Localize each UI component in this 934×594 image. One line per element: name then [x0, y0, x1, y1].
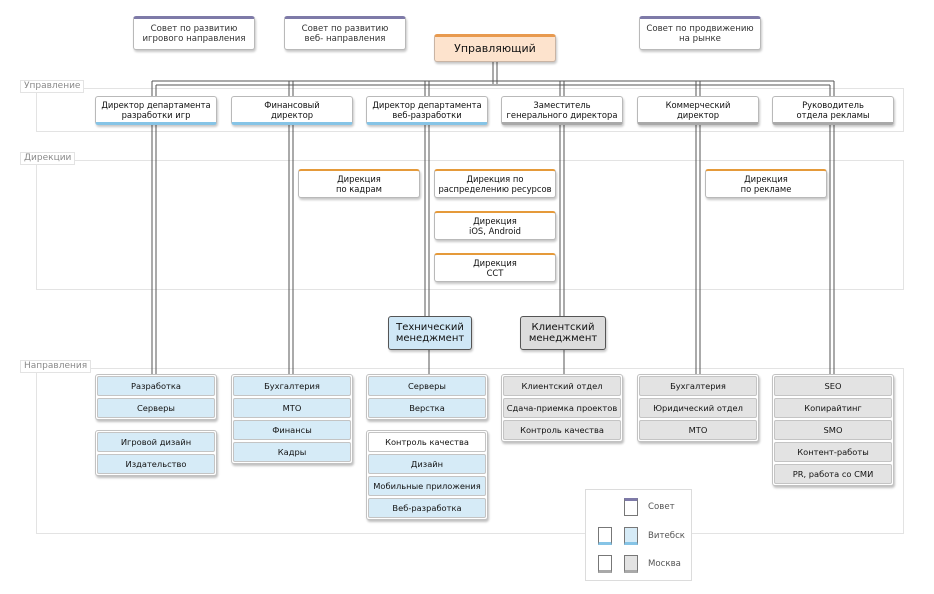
manager-web-director: Директор департамента веб-разработки — [366, 96, 488, 125]
group-games-1: Разработка Серверы — [95, 374, 217, 420]
direction-item: Кадры — [233, 442, 351, 462]
manager-deputy: Заместитель генерального директора — [501, 96, 623, 125]
legend-vitebsk-blue-icon — [624, 527, 638, 545]
legend-vitebsk-white-icon — [598, 527, 612, 545]
group-games-2: Игровой дизайн Издательство — [95, 430, 217, 476]
group-commercial: Бухгалтерия Юридический отдел МТО — [637, 374, 759, 442]
legend-council-label: Совет — [648, 502, 675, 512]
legend-council-icon — [624, 498, 638, 516]
direction-item: Издательство — [97, 454, 215, 474]
direction-item: Контроль качества — [503, 420, 621, 440]
direction-item: Серверы — [97, 398, 215, 418]
directorate-cct: Дирекция ССТ — [434, 253, 556, 282]
direction-item: Дизайн — [368, 454, 486, 474]
legend-vitebsk-label: Витебск — [648, 531, 685, 541]
direction-item: PR, работа со СМИ — [774, 464, 892, 484]
direction-item: Игровой дизайн — [97, 432, 215, 452]
directorate-resources: Дирекция по распределению ресурсов — [434, 169, 556, 198]
group-client: Клиентский отдел Сдача-приемка проектов … — [501, 374, 623, 442]
hub-client-management: Клиентский менеджмент — [520, 316, 606, 350]
direction-item: Контроль качества — [368, 432, 486, 452]
band-directorates-label: Дирекции — [20, 152, 76, 165]
direction-item: SMO — [774, 420, 892, 440]
group-web-2: Контроль качества Дизайн Мобильные прило… — [366, 430, 488, 520]
directorate-hr: Дирекция по кадрам — [298, 169, 420, 198]
group-web-1: Серверы Верстка — [366, 374, 488, 420]
council-market: Совет по продвижению на рынке — [639, 16, 761, 50]
legend: Совет Витебск Москва — [585, 489, 692, 581]
legend-moscow-white-icon — [598, 555, 612, 573]
group-ads: SEO Копирайтинг SMO Контент-работы PR, р… — [772, 374, 894, 486]
direction-item: Верстка — [368, 398, 486, 418]
directorate-ads: Дирекция по рекламе — [705, 169, 827, 198]
direction-item: Клиентский отдел — [503, 376, 621, 396]
council-web: Совет по развитию веб- направления — [284, 16, 406, 50]
legend-moscow-label: Москва — [648, 559, 681, 569]
council-games: Совет по развитию игрового направления — [133, 16, 255, 50]
band-directions-label: Направления — [20, 360, 92, 373]
manager-commercial: Коммерческий директор — [637, 96, 759, 125]
manager-games-director: Директор департамента разработки игр — [95, 96, 217, 125]
direction-item: Мобильные приложения — [368, 476, 486, 496]
direction-item: МТО — [233, 398, 351, 418]
direction-item: Контент-работы — [774, 442, 892, 462]
direction-item: Бухгалтерия — [233, 376, 351, 396]
direction-item: Бухгалтерия — [639, 376, 757, 396]
group-finance: Бухгалтерия МТО Финансы Кадры — [231, 374, 353, 464]
direction-item: МТО — [639, 420, 757, 440]
direction-item: SEO — [774, 376, 892, 396]
direction-item: Юридический отдел — [639, 398, 757, 418]
direction-item: Веб-разработка — [368, 498, 486, 518]
ceo-box: Управляющий — [434, 34, 556, 62]
direction-item: Разработка — [97, 376, 215, 396]
directorate-ios-android: Дирекция iOS, Android — [434, 211, 556, 240]
direction-item: Копирайтинг — [774, 398, 892, 418]
manager-ads-head: Руководитель отдела рекламы — [772, 96, 894, 125]
legend-moscow-grey-icon — [624, 555, 638, 573]
band-management-label: Управление — [20, 80, 85, 93]
hub-technical-management: Технический менеджмент — [388, 316, 472, 350]
direction-item: Финансы — [233, 420, 351, 440]
direction-item: Сдача-приемка проектов — [503, 398, 621, 418]
direction-item: Серверы — [368, 376, 486, 396]
manager-cfo: Финансовый директор — [231, 96, 353, 125]
